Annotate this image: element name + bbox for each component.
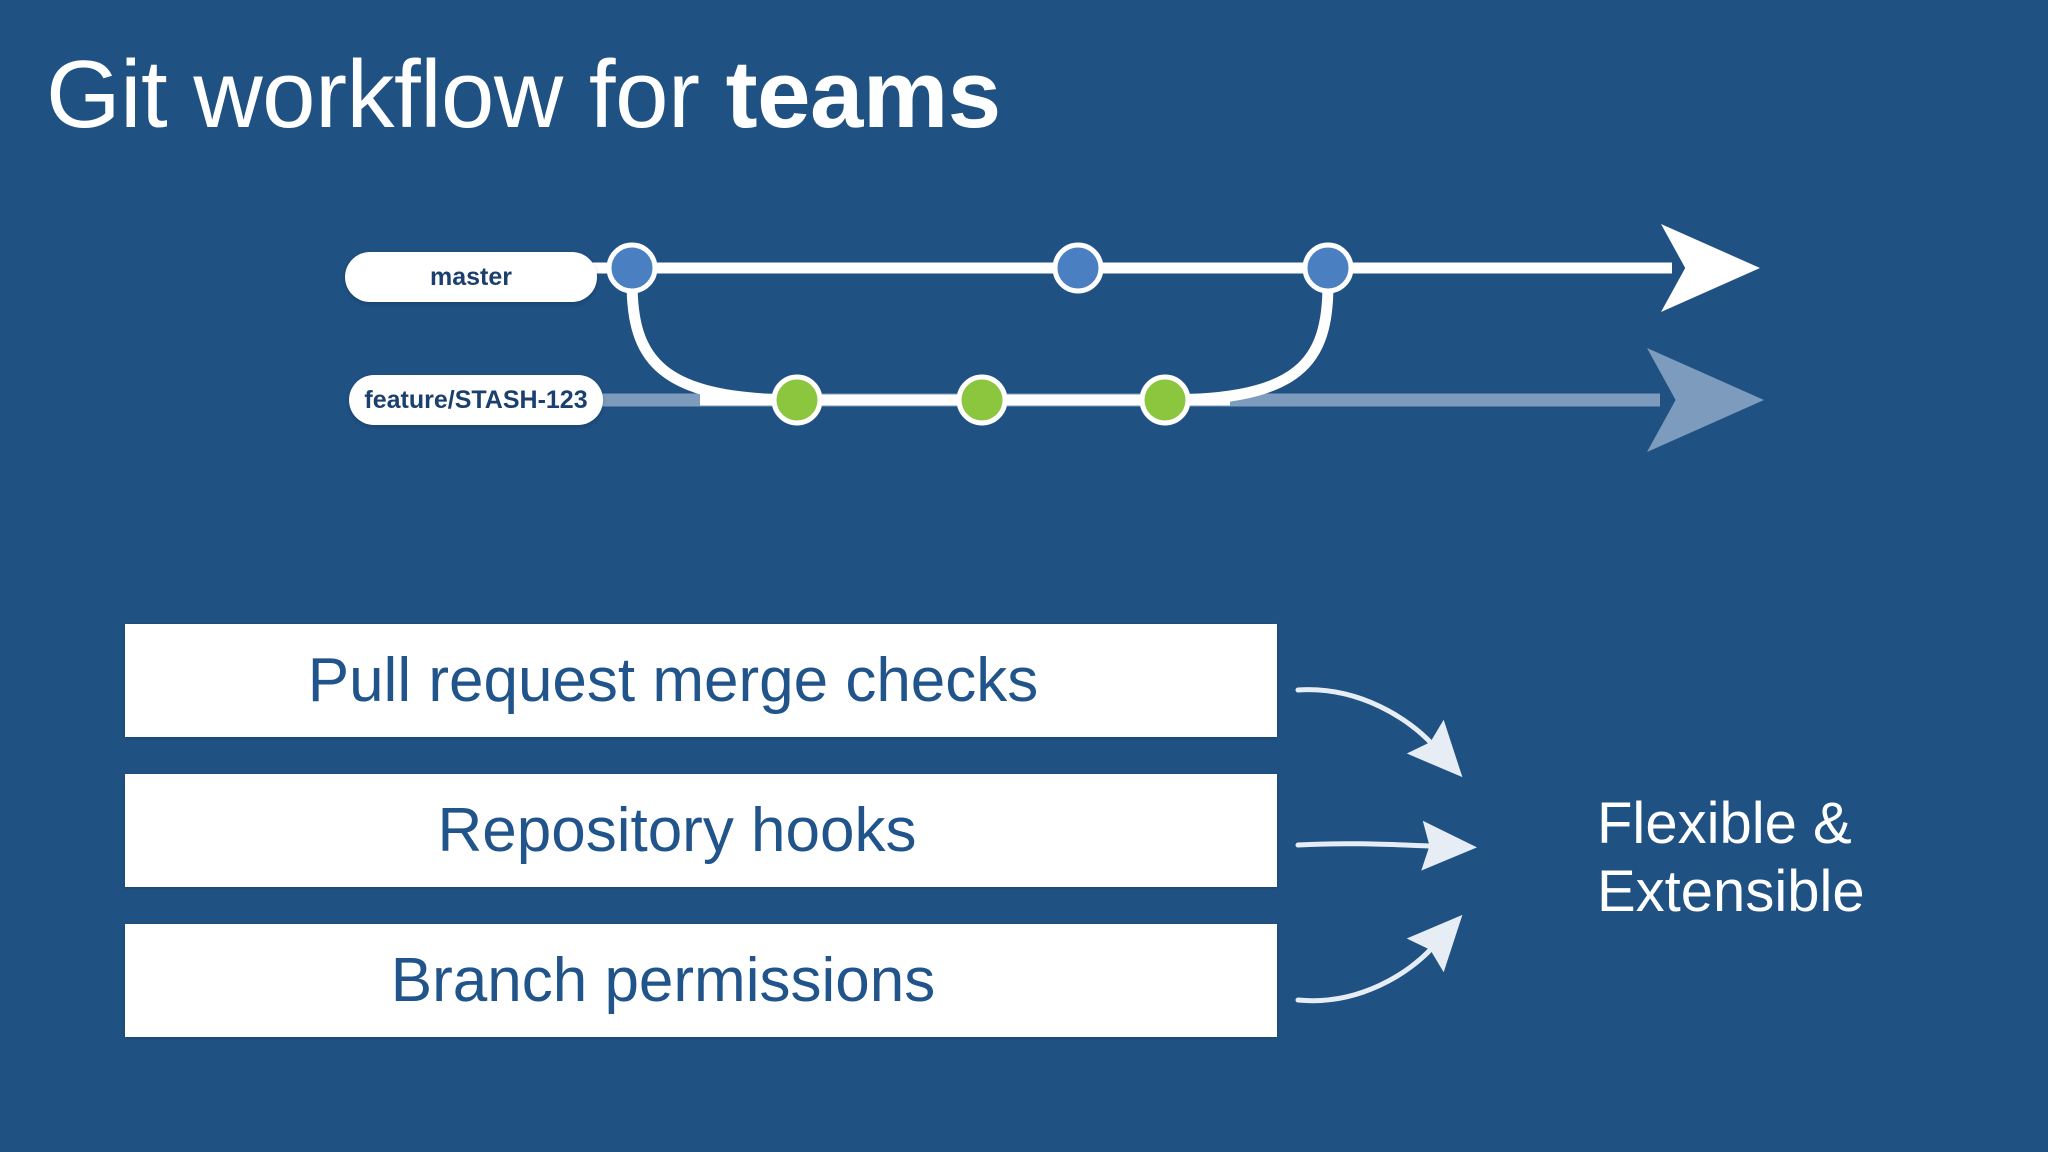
feature-commit-node[interactable]: [1139, 374, 1191, 426]
feature-box-branch-permissions[interactable]: Branch permissions: [125, 924, 1277, 1037]
branch-label-master-text: master: [430, 262, 512, 291]
master-commit-node[interactable]: [606, 242, 658, 294]
page-title: Git workflow for teams: [46, 40, 1001, 150]
master-commit-node[interactable]: [1302, 242, 1354, 294]
outcome-line-2: Extensible: [1597, 859, 1865, 924]
master-commit-node[interactable]: [1052, 242, 1104, 294]
feature-commit-node[interactable]: [956, 374, 1008, 426]
feature-box-label: Branch permissions: [390, 945, 936, 1015]
feature-box-label: Pull request merge checks: [307, 645, 1039, 715]
merge-back-curve: [1159, 278, 1334, 406]
outcome-line-1: Flexible &: [1597, 791, 1852, 856]
branch-label-feature[interactable]: feature/STASH-123: [349, 375, 603, 425]
arrow-to-outcome-top: [1295, 687, 1463, 778]
arrow-to-outcome-bottom: [1295, 914, 1463, 1004]
branch-label-feature-text: feature/STASH-123: [364, 385, 588, 414]
title-text-normal: Git workflow for: [46, 41, 726, 148]
feature-box-label: Repository hooks: [437, 795, 917, 865]
converging-arrows-group: [1280, 660, 1640, 1080]
title-text-bold: teams: [725, 41, 1002, 148]
arrow-to-outcome-middle: [1295, 820, 1477, 871]
feature-box-pull-request-merge-checks[interactable]: Pull request merge checks: [125, 624, 1277, 737]
branch-label-master[interactable]: master: [345, 252, 597, 302]
branch-off-curve: [626, 276, 806, 406]
outcome-text: Flexible & Extensible: [1597, 790, 1865, 926]
git-branch-diagram: [0, 210, 2048, 470]
feature-commit-node[interactable]: [771, 374, 823, 426]
feature-box-repository-hooks[interactable]: Repository hooks: [125, 774, 1277, 887]
